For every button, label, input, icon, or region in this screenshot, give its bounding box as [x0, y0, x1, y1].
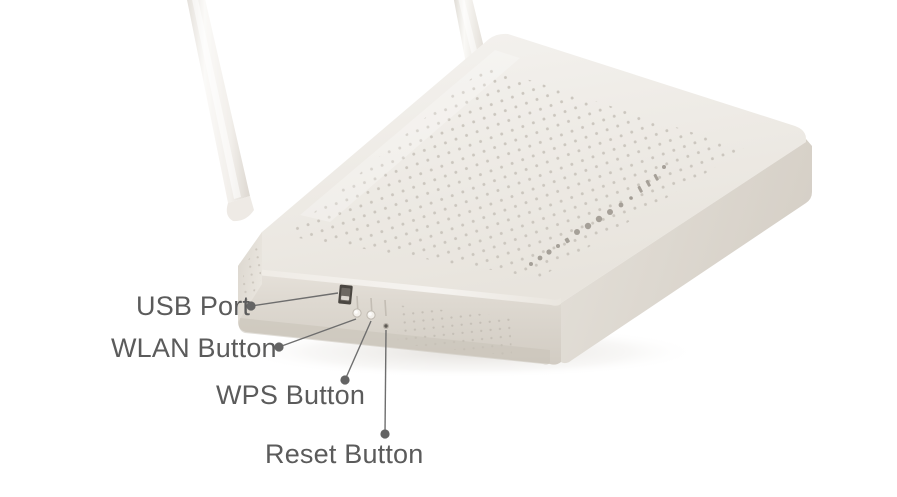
- callout-dot-usb-port: [246, 301, 256, 311]
- callout-dot-reset-button: [380, 429, 390, 439]
- wlan-button[interactable]: [352, 308, 362, 318]
- led-indicator-row: [529, 165, 666, 266]
- reset-button[interactable]: [383, 323, 389, 329]
- wps-button[interactable]: [366, 310, 376, 320]
- leader-line-usb-port: [250, 292, 339, 307]
- callout-dot-wps-button: [340, 375, 350, 385]
- left-antenna: [187, 0, 254, 222]
- callout-dot-wlan-button: [274, 342, 284, 352]
- router-right-face: [561, 139, 812, 364]
- left-vent-grille: [243, 240, 261, 312]
- callout-label-wlan-button: WLAN Button: [111, 333, 277, 363]
- callout-label-wps-button: WPS Button: [216, 380, 366, 410]
- top-vent-grille: [286, 66, 744, 278]
- leader-line-reset-button: [384, 329, 387, 435]
- usb-port[interactable]: [338, 284, 353, 305]
- callout-label-reset-button: Reset Button: [265, 439, 424, 469]
- leader-line-wlan-button: [278, 318, 357, 348]
- router-body: [238, 33, 812, 365]
- leader-line-wps-button: [344, 320, 372, 381]
- port-cluster: [338, 284, 389, 329]
- callout-label-usb-port: USB Port: [136, 291, 251, 321]
- callout-dots: [246, 301, 390, 439]
- callout-leaders: [250, 292, 387, 435]
